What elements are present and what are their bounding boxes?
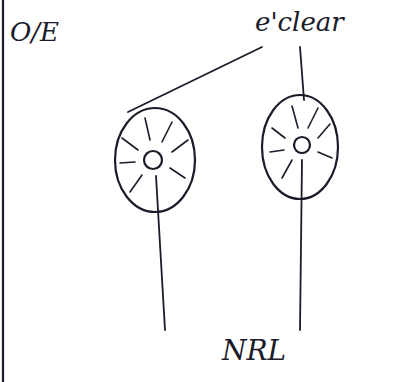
right-vessels [270,106,332,178]
left-optic-disc [115,108,195,212]
handwritten-label: e'clear [255,8,344,37]
right-cup [294,137,310,153]
left-cup [144,151,162,169]
handwritten-label: O/E [10,18,59,47]
right-optic-disc [262,95,338,199]
margin-line [2,0,4,382]
leader-lines [128,47,304,330]
left-vessels [120,118,188,192]
handwritten-label: NRL [222,336,286,367]
